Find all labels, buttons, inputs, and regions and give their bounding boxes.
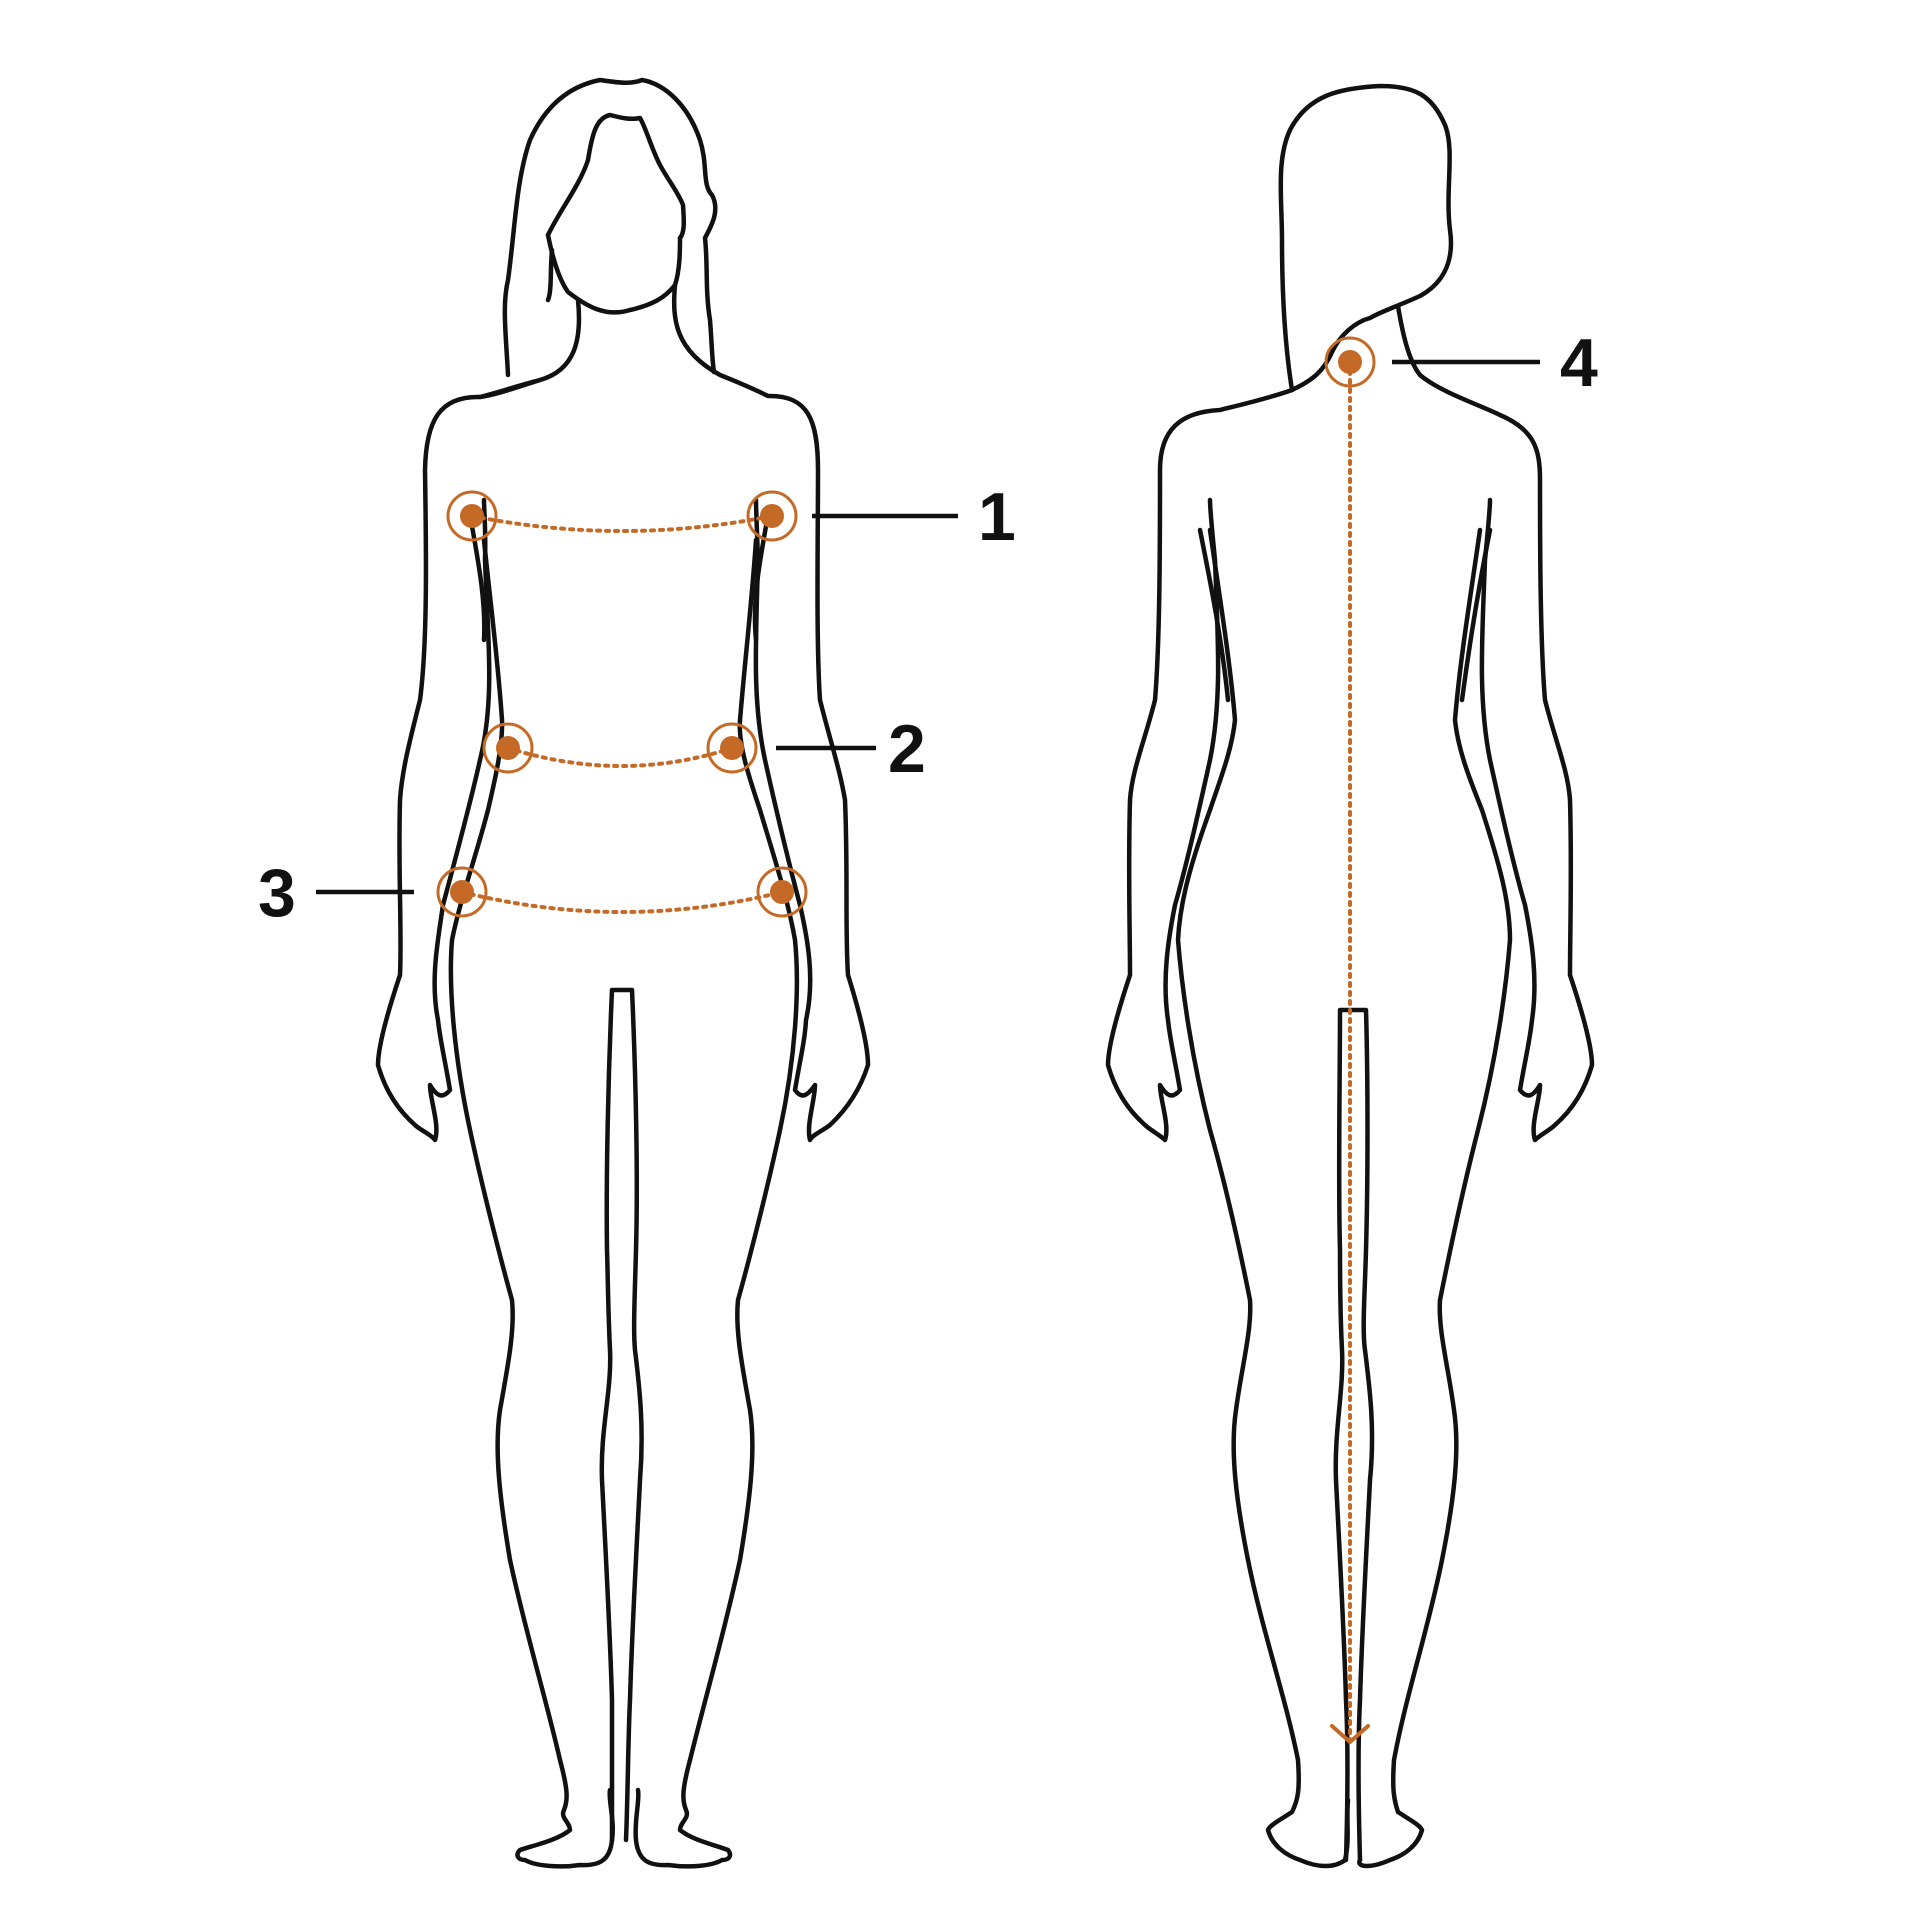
front-measurements: [436, 490, 808, 918]
waist-right-ring: [706, 722, 758, 774]
front-figure: [375, 77, 871, 1869]
bust-left-ring: [446, 490, 498, 542]
back-figure: [1105, 83, 1595, 1869]
hip-left-ring: [436, 866, 488, 918]
back-torso-left: [1175, 527, 1351, 1869]
label-1: 1: [978, 479, 1016, 555]
back-neck-right: [1395, 303, 1423, 378]
bust-measure-line: [470, 514, 774, 533]
bust-left-dot: [460, 504, 484, 528]
front-hair: [502, 77, 718, 378]
back-blade-left: [1197, 527, 1231, 703]
label-2: 2: [888, 711, 926, 787]
front-labels: 1 2 3: [258, 479, 1016, 931]
back-hair: [1278, 83, 1454, 393]
front-body-right: [671, 282, 871, 1143]
waist-measure-line: [506, 746, 734, 768]
back-measurements: [1324, 336, 1376, 1744]
front-bust-line-left: [467, 512, 487, 643]
front-shoulder-left: [477, 377, 543, 400]
front-bust-line-right: [752, 512, 771, 643]
waist-left-ring: [482, 722, 534, 774]
back-blade-right: [1459, 527, 1493, 703]
label-4: 4: [1560, 325, 1598, 401]
front-face: [545, 232, 683, 315]
bust-right-dot: [760, 504, 784, 528]
hip-right-ring: [756, 866, 808, 918]
waist-left-dot: [496, 736, 520, 760]
neck-ring: [1324, 336, 1376, 388]
back-torso-right: [1357, 527, 1513, 1869]
back-inner-legs: [1333, 1007, 1375, 1863]
bust-right-ring: [746, 490, 798, 542]
back-body-right: [1417, 372, 1595, 1143]
label-3: 3: [258, 855, 296, 931]
front-inner-legs: [599, 987, 644, 1843]
front-body-left: [375, 297, 582, 1143]
back-labels: 4: [1392, 325, 1598, 401]
front-torso-left: [448, 537, 615, 1869]
front-hair-inner: [545, 112, 687, 241]
waist-right-dot: [720, 736, 744, 760]
front-torso-right: [633, 537, 800, 1869]
hip-left-dot: [450, 880, 474, 904]
back-body-left: [1105, 387, 1295, 1143]
neck-dot: [1338, 350, 1362, 374]
hip-right-dot: [770, 880, 794, 904]
front-hair-strand-left: [545, 247, 555, 303]
length-arrow-head: [1330, 1724, 1370, 1744]
hip-measure-line: [460, 890, 784, 914]
